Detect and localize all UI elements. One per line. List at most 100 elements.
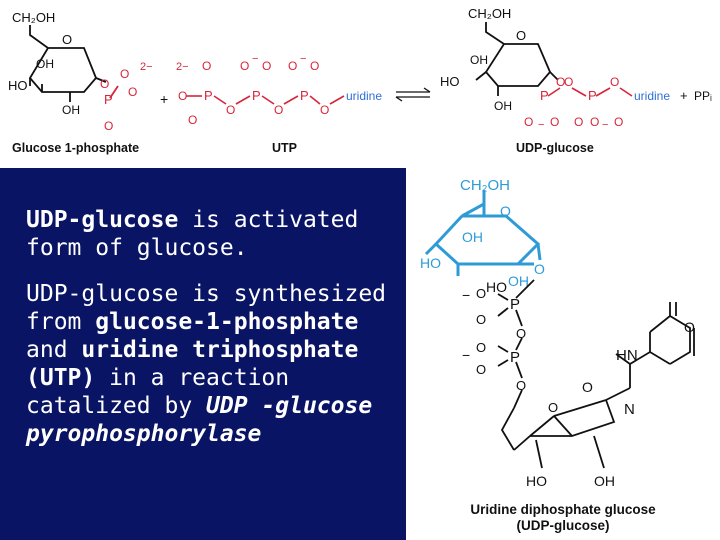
g1p-ho: HO <box>8 78 28 93</box>
udpg-ch2oh: CH₂OH <box>468 6 511 21</box>
utp-o-top2: O <box>240 59 249 73</box>
panel-paragraph-1: UDP-glucose is activated form of glucose… <box>26 206 396 262</box>
glucose-oh-bottom: OH <box>508 273 529 289</box>
g1p-o1: O <box>120 67 129 81</box>
ppi-label: PPᵢ <box>694 89 712 103</box>
utp-minus-3: − <box>300 53 306 65</box>
panel-p2-text-a: UDP-glucose is synthesized from <box>26 281 387 335</box>
enzyme-term: UDP -glucose pyrophosphorylase <box>26 393 373 447</box>
plus-sign-2: + <box>680 88 688 103</box>
utp-o-left: O <box>178 89 187 103</box>
udpg-oh-top: OH <box>470 53 488 67</box>
g1p-link-o: O <box>100 77 109 91</box>
utp-term: uridine triphosphate (UTP) <box>26 337 359 391</box>
uracil-hn: HN <box>616 347 638 364</box>
text-panel: UDP-glucose is activated form of glucose… <box>0 168 406 540</box>
p1-o-left-top: O <box>476 286 486 301</box>
utp-charge: 2− <box>176 61 189 73</box>
udpg-o-bridge: O <box>564 75 573 89</box>
p1-phosphorus: P <box>510 296 520 313</box>
glucose-ring-o: O <box>500 203 511 219</box>
utp-o-top1: O <box>202 59 211 73</box>
uracil-n: N <box>624 401 635 418</box>
utp-o-bridge3: O <box>320 103 329 117</box>
utp-p2: P <box>252 88 261 103</box>
utp-o-top2b: O <box>262 59 271 73</box>
g1p-ch2oh: CH₂OH <box>12 10 55 25</box>
ribose-ring-o: O <box>548 400 558 415</box>
reaction-scheme: CH₂OH O OH HO OH O P O O O 2− Glucose 1-… <box>8 6 712 155</box>
ribose-oh: OH <box>594 473 615 489</box>
ribose-link-o: O <box>516 378 526 393</box>
bridge-o: O <box>516 326 526 341</box>
utp-o-top3: O <box>288 59 297 73</box>
utp-o-bottom1: O <box>188 113 197 127</box>
udpg-uridine: uridine <box>634 89 670 103</box>
uridine-bonds <box>500 302 695 469</box>
g1p-oh-bottom: OH <box>62 103 80 117</box>
panel-p1-text: is activated form of glucose. <box>26 207 359 261</box>
utp-p3: P <box>300 88 309 103</box>
p2-o-left-top: O <box>476 340 486 355</box>
glucose-ho-2: HO <box>486 279 507 295</box>
diphosphate-bonds <box>497 279 535 409</box>
utp-minus-2: − <box>252 53 258 65</box>
udpg-minus-1: − <box>538 119 544 131</box>
g1p-o3: O <box>104 119 113 133</box>
panel-paragraph-2: UDP-glucose is synthesized from glucose-… <box>26 280 396 448</box>
udpg-p2: P <box>588 88 597 103</box>
plus-sign-1: + <box>160 91 168 107</box>
ribose-ho: HO <box>526 473 547 489</box>
g1p-ring-o: O <box>62 32 72 47</box>
g1p-p: P <box>104 92 113 107</box>
uracil-o-top: O <box>684 319 695 335</box>
glucose-link-o: O <box>534 261 545 277</box>
equilibrium-arrow-icon <box>395 87 431 102</box>
udpg-o-b3: O <box>574 115 583 129</box>
udpg-label: UDP-glucose <box>516 141 594 155</box>
utp-o-bridge2: O <box>274 103 283 117</box>
utp-o-top3b: O <box>310 59 319 73</box>
utp-p1: P <box>204 88 213 103</box>
glucose-1-phosphate-term: glucose-1-phosphate <box>95 309 359 335</box>
glucose-ho: HO <box>420 255 441 271</box>
udpg-o-b5: O <box>614 115 623 129</box>
udpg-ho: HO <box>440 74 460 89</box>
udpg-o-link2: O <box>610 75 619 89</box>
udpg-ring-o: O <box>516 28 526 43</box>
udpg-link-o: O <box>556 75 565 89</box>
udpg-o-b4: O <box>590 115 599 129</box>
g1p-label: Glucose 1-phosphate <box>12 141 139 155</box>
glucose-ch2oh: CH₂OH <box>460 177 510 194</box>
udpg-o-b1: O <box>524 115 533 129</box>
utp-structure <box>186 95 345 105</box>
udpg-oh-bottom: OH <box>494 99 512 113</box>
udp-glucose-product-structure <box>475 22 559 96</box>
utp-o-bridge1: O <box>226 103 235 117</box>
utp-label: UTP <box>272 141 297 155</box>
udpg-o-b2: O <box>550 115 559 129</box>
udp-glucose-phosphate-bonds <box>547 87 633 97</box>
uracil-o-side: O <box>582 379 593 395</box>
g1p-o2: O <box>128 85 137 99</box>
structure-caption-line1: Uridine diphosphate glucose <box>470 502 656 517</box>
glucose-1-phosphate-structure <box>28 25 119 102</box>
udpg-p1: P <box>540 88 549 103</box>
p2-phosphorus: P <box>510 349 520 366</box>
glucose-oh-top: OH <box>462 229 483 245</box>
utp-uridine: uridine <box>346 89 382 103</box>
g1p-charge: 2− <box>140 61 153 73</box>
g1p-oh-top: OH <box>36 57 54 71</box>
udp-glucose-term: UDP-glucose <box>26 207 179 233</box>
structure-caption-line2: (UDP-glucose) <box>516 518 609 533</box>
p1-o-left-bottom: O <box>476 312 486 327</box>
p2-o-left-bottom: O <box>476 362 486 377</box>
glucose-ring <box>424 190 542 276</box>
panel-text: UDP-glucose is activated form of glucose… <box>26 206 396 466</box>
udpg-minus-2: − <box>602 119 608 131</box>
panel-p2-text-c: and <box>26 337 82 363</box>
p1-minus: − <box>462 287 470 303</box>
udp-glucose-structure: CH₂OH O OH HO OH O HO − O P O O − O P O … <box>420 177 695 533</box>
panel-p2-text-e: in a reaction catalized by <box>26 365 290 419</box>
p2-minus: − <box>462 347 470 363</box>
